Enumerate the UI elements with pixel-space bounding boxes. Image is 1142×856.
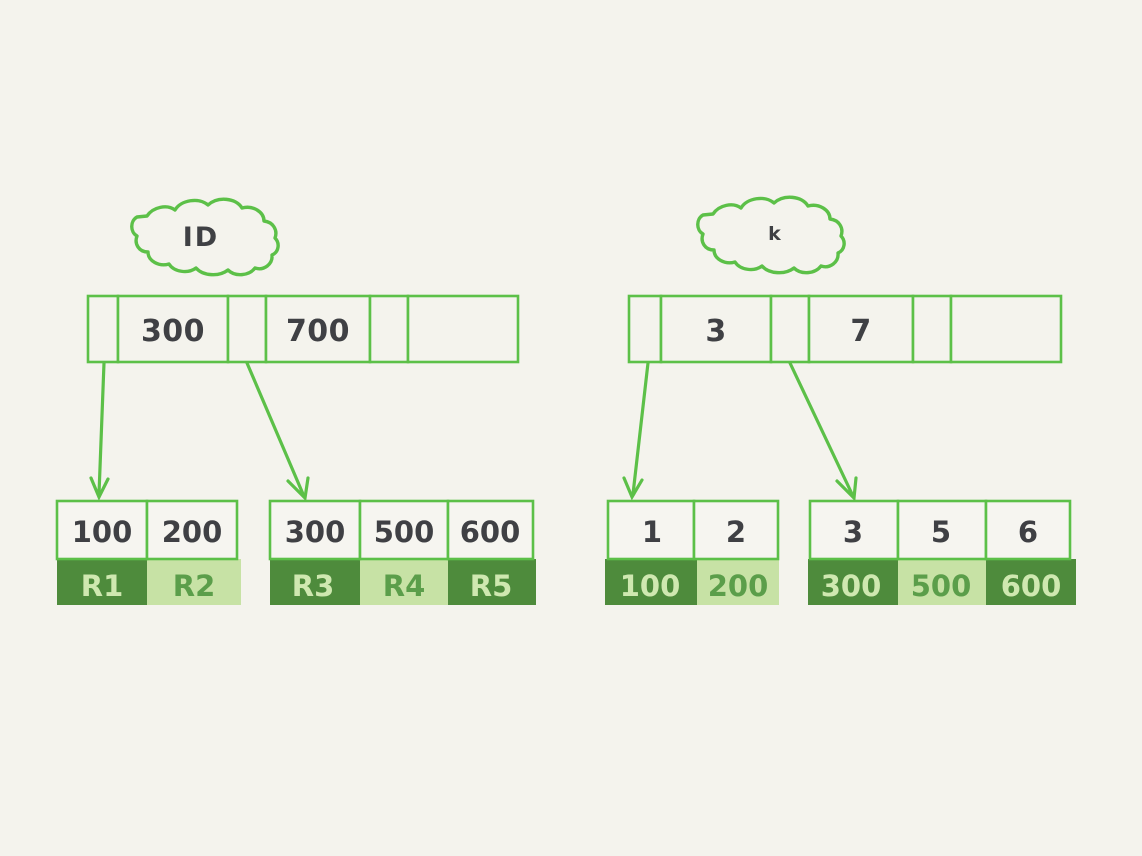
leaf-id-1-record-0-block[interactable] [57, 559, 147, 605]
root-k-pointer-1[interactable] [769, 294, 811, 364]
root-id-key-0-text: 300 [141, 314, 205, 349]
leaf-id-1-key-0[interactable] [55, 499, 149, 561]
leaf-id-1-record-0-text: R1 [81, 569, 124, 603]
leaf-id-2-record-2-text: R5 [470, 569, 513, 603]
leaf-node-k-2[interactable]: 3 5 6 300 500 600 [808, 499, 1076, 605]
root-id-key-1[interactable] [264, 294, 372, 364]
root-k-pointer-0[interactable] [627, 294, 663, 364]
leaf-k-2-key-1[interactable] [896, 499, 988, 561]
leaf-id-2-record-0-block[interactable] [270, 559, 360, 605]
root-k-key-0[interactable] [659, 294, 773, 364]
root-k-key-1[interactable] [807, 294, 915, 364]
tree-k: k 3 7 [605, 195, 1076, 605]
root-id-pointer-0[interactable] [86, 294, 120, 364]
root-id-key-1-text: 700 [286, 314, 350, 349]
leaf-id-2-key-2-text: 600 [460, 515, 521, 549]
leaf-k-1-key-1-text: 2 [726, 515, 746, 549]
root-k-key-2[interactable] [949, 294, 1063, 364]
leaf-k-2-key-2[interactable] [984, 499, 1072, 561]
root-id-pointer-2[interactable] [368, 294, 410, 364]
leaf-k-2-key-0-text: 3 [843, 515, 863, 549]
cloud-label-id-text: ID [183, 222, 219, 253]
leaf-id-1-key-0-text: 100 [72, 515, 133, 549]
leaf-k-2-record-2-text: 600 [1001, 569, 1062, 603]
root-k-key-0-text: 3 [705, 314, 726, 349]
leaf-id-1-key-1[interactable] [145, 499, 239, 561]
leaf-k-2-record-2-block[interactable] [986, 559, 1076, 605]
leaf-k-1-record-0-text: 100 [620, 569, 681, 603]
leaf-id-1-record-1-text: R2 [173, 569, 216, 603]
root-node-id[interactable]: 300 700 [86, 294, 520, 364]
leaf-k-2-record-1-block[interactable] [898, 559, 986, 605]
leaf-node-id-1[interactable]: 100 200 R1 R2 [55, 499, 241, 605]
leaf-k-1-record-0-block[interactable] [605, 559, 697, 605]
pointer-arrow-id-0 [89, 361, 110, 501]
leaf-k-2-key-0[interactable] [808, 499, 900, 561]
pointer-arrow-k-1 [788, 361, 858, 502]
cloud-label-id: ID [130, 197, 280, 277]
cloud-shape-icon [130, 197, 280, 277]
leaf-k-1-record-1-block[interactable] [697, 559, 779, 605]
leaf-k-2-record-1-text: 500 [911, 569, 972, 603]
leaf-id-2-record-0-text: R3 [292, 569, 335, 603]
leaf-id-2-record-2-block[interactable] [448, 559, 536, 605]
tree-id: ID 300 700 [55, 197, 536, 605]
leaf-id-2-key-0[interactable] [268, 499, 362, 561]
pointer-arrow-id-1 [245, 361, 310, 502]
leaf-id-1-record-1-block[interactable] [147, 559, 241, 605]
root-node-k[interactable]: 3 7 [627, 294, 1063, 364]
leaf-k-2-key-1-text: 5 [931, 515, 951, 549]
pointer-arrow-k-0 [622, 361, 650, 501]
leaf-id-2-key-2[interactable] [446, 499, 535, 561]
leaf-k-1-key-0-text: 1 [642, 515, 662, 549]
leaf-node-k-1[interactable]: 1 2 100 200 [605, 499, 780, 605]
leaf-id-2-record-1-block[interactable] [360, 559, 448, 605]
leaf-node-id-2[interactable]: 300 500 600 R3 R4 R5 [268, 499, 536, 605]
leaf-k-1-key-1[interactable] [692, 499, 780, 561]
cloud-shape-icon [696, 195, 846, 275]
leaf-id-1-key-1-text: 200 [162, 515, 223, 549]
leaf-k-2-record-0-block[interactable] [808, 559, 898, 605]
root-id-pointer-1[interactable] [226, 294, 268, 364]
root-id-key-2[interactable] [406, 294, 520, 364]
root-k-key-1-text: 7 [850, 314, 871, 349]
leaf-id-2-record-1-text: R4 [383, 569, 426, 603]
cloud-label-k: k [696, 195, 846, 275]
leaf-k-2-record-0-text: 300 [821, 569, 882, 603]
leaf-id-2-key-1-text: 500 [374, 515, 435, 549]
leaf-id-2-key-0-text: 300 [285, 515, 346, 549]
leaf-k-2-key-2-text: 6 [1018, 515, 1038, 549]
cloud-label-k-text: k [768, 223, 782, 245]
root-k-pointer-2[interactable] [911, 294, 953, 364]
leaf-k-1-record-1-text: 200 [708, 569, 769, 603]
